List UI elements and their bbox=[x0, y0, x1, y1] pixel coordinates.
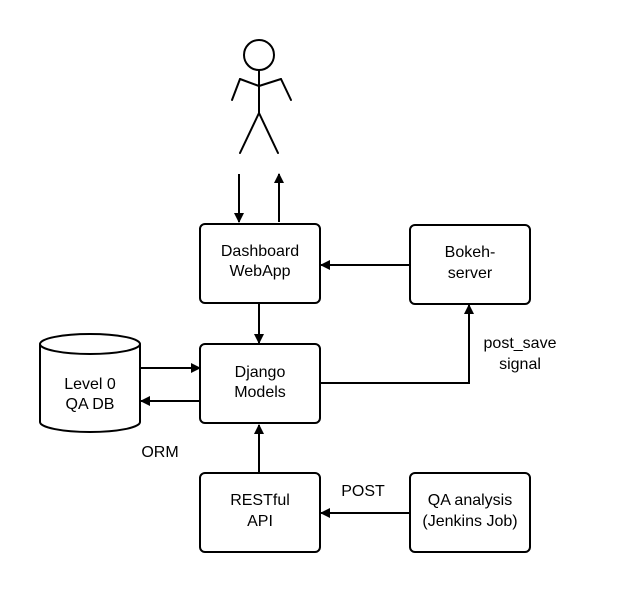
edge-django-to-bokeh bbox=[320, 304, 474, 384]
django-models-node bbox=[199, 343, 321, 424]
restful-label-line1: RESTful bbox=[230, 492, 290, 509]
edge-label-post-save-line2: signal bbox=[499, 356, 541, 373]
bokeh-server-node bbox=[409, 224, 531, 305]
user-stick-figure-icon bbox=[231, 39, 292, 154]
qa-analysis-label-line1: QA analysis bbox=[428, 492, 512, 509]
qa-analysis-node bbox=[409, 472, 531, 553]
qa-analysis-label-line2: (Jenkins Job) bbox=[422, 513, 517, 530]
dashboard-webapp-node bbox=[199, 223, 321, 304]
edge-label-orm: ORM bbox=[141, 444, 178, 461]
database-label-line1: Level 0 bbox=[64, 376, 116, 393]
django-label-line2: Models bbox=[234, 384, 286, 401]
bokeh-label-line2: server bbox=[448, 265, 493, 282]
bokeh-label-line1: Bokeh- bbox=[445, 244, 496, 261]
dashboard-label-line2: WebApp bbox=[229, 263, 290, 280]
edge-label-post: POST bbox=[341, 483, 385, 500]
django-label-line1: Django bbox=[235, 364, 286, 381]
dashboard-label-line1: Dashboard bbox=[221, 243, 299, 260]
restful-api-node bbox=[199, 472, 321, 553]
restful-label-line2: API bbox=[247, 513, 273, 530]
database-cylinder-icon bbox=[39, 333, 141, 433]
database-label-line2: QA DB bbox=[66, 396, 115, 413]
edge-label-post-save-line1: post_save bbox=[484, 335, 557, 352]
